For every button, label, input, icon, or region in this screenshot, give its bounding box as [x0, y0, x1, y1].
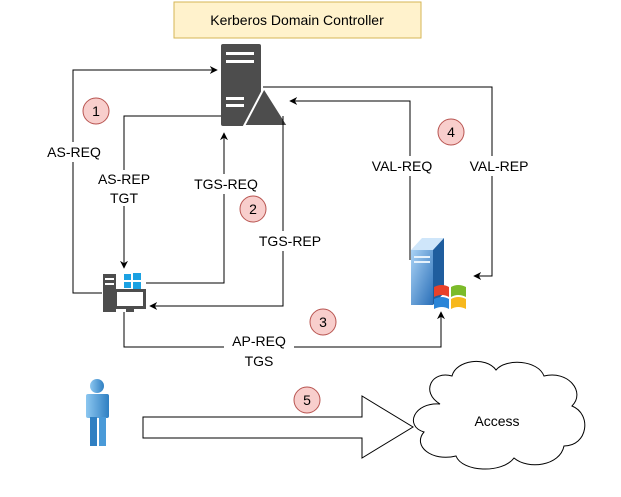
val-rep-arrow — [263, 86, 493, 280]
as-req-arrow — [72, 66, 218, 294]
as-rep-label: AS-REP — [98, 171, 150, 187]
tgs-label: TGS — [245, 353, 274, 369]
domain-controller-icon — [221, 44, 290, 127]
user-icon — [86, 379, 109, 446]
application-server-icon — [411, 238, 466, 309]
val-rep-label: VAL-REP — [470, 158, 529, 174]
step-4-badge: 4 — [437, 118, 465, 146]
connectors — [72, 66, 493, 348]
tgt-label: TGT — [110, 190, 138, 206]
access-label: Access — [474, 413, 519, 429]
as-rep-arrow — [120, 115, 221, 269]
windows-logo-icon — [124, 273, 141, 289]
labels: AS-REQ AS-REP TGT TGS-REQ TGS-REP VAL-RE… — [42, 142, 537, 369]
svg-text:3: 3 — [319, 314, 327, 330]
step-3-badge: 3 — [309, 308, 337, 336]
svg-text:4: 4 — [447, 124, 455, 140]
val-req-arrow — [289, 97, 411, 260]
step-1-badge: 1 — [82, 97, 110, 125]
tgs-req-label: TGS-REQ — [194, 176, 258, 192]
svg-text:5: 5 — [303, 392, 311, 408]
tgs-req-arrow — [146, 132, 228, 284]
tgs-rep-arrow — [149, 116, 284, 310]
title-box: Kerberos Domain Controller — [173, 1, 422, 39]
client-workstation-icon — [103, 273, 146, 312]
step-2-badge: 2 — [239, 195, 267, 223]
access-cloud: Access — [412, 361, 586, 470]
svg-text:2: 2 — [249, 201, 257, 217]
val-req-label: VAL-REQ — [372, 158, 433, 174]
access-arrow — [142, 395, 414, 459]
step-badges: 1 2 3 4 5 — [82, 97, 465, 414]
tgs-rep-label: TGS-REP — [259, 233, 321, 249]
as-req-label: AS-REQ — [47, 144, 101, 160]
svg-text:1: 1 — [92, 103, 100, 119]
ap-req-label: AP-REQ — [232, 333, 286, 349]
step-5-badge: 5 — [293, 386, 321, 414]
page-title: Kerberos Domain Controller — [210, 12, 384, 28]
windows-flag-icon — [434, 285, 466, 309]
